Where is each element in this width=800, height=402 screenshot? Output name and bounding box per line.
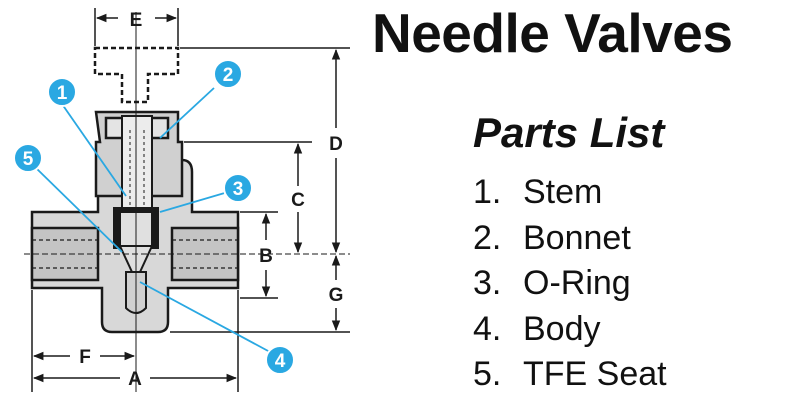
dimension-e-label: E <box>130 10 143 31</box>
svg-text:3: 3 <box>233 179 244 200</box>
part-name: TFE Seat <box>523 355 667 393</box>
dimension-c-label: C <box>291 190 305 211</box>
parts-list: 1. Stem 2. Bonnet 3. O-Ring 4. Body 5. TFE Se… <box>473 172 667 400</box>
dimension-f-label: F <box>79 347 91 368</box>
dimension-g-label: G <box>329 285 344 306</box>
part-name: Stem <box>523 173 603 211</box>
part-number: 1. <box>473 173 502 211</box>
part-name: O-Ring <box>523 264 631 302</box>
dimension-d <box>180 47 350 254</box>
parts-list-heading: Parts List <box>473 109 665 156</box>
dimension-a <box>32 290 239 392</box>
dimension-a-label: A <box>128 369 142 390</box>
svg-text:5: 5 <box>23 149 34 170</box>
part-name: Body <box>523 309 601 348</box>
part-number: 4. <box>473 309 502 348</box>
dimension-b-label: B <box>259 246 273 267</box>
dimension-b <box>240 211 278 299</box>
part-number: 5. <box>473 355 502 393</box>
stem <box>121 115 153 213</box>
dimension-c <box>184 141 312 254</box>
handle-outline <box>93 46 180 104</box>
parts-list-item: 4. Body <box>473 309 667 355</box>
parts-list-item: 3. O-Ring <box>473 263 667 309</box>
svg-text:4: 4 <box>275 351 286 372</box>
svg-text:1: 1 <box>57 83 68 104</box>
needle-valve-diagram: E D C B G F A <box>13 8 350 392</box>
callout-1: 1 <box>47 77 77 107</box>
dimension-f <box>31 290 136 392</box>
parts-list-item: 5. TFE Seat <box>473 354 667 400</box>
dimension-g <box>170 254 350 333</box>
part-number: 3. <box>473 264 502 302</box>
svg-text:2: 2 <box>223 65 234 86</box>
callout-leaders <box>35 87 271 353</box>
callout-2: 2 <box>213 59 243 89</box>
parts-list-item: 1. Stem <box>473 172 667 218</box>
callout-3: 3 <box>223 173 253 203</box>
dimension-e <box>94 8 179 46</box>
callout-5: 5 <box>13 143 43 173</box>
part-number: 2. <box>473 218 502 257</box>
callout-4: 4 <box>265 345 295 375</box>
parts-list-item: 2. Bonnet <box>473 218 667 264</box>
page-title: Needle Valves <box>372 2 733 64</box>
dimension-d-label: D <box>329 134 343 155</box>
part-name: Bonnet <box>523 218 631 257</box>
